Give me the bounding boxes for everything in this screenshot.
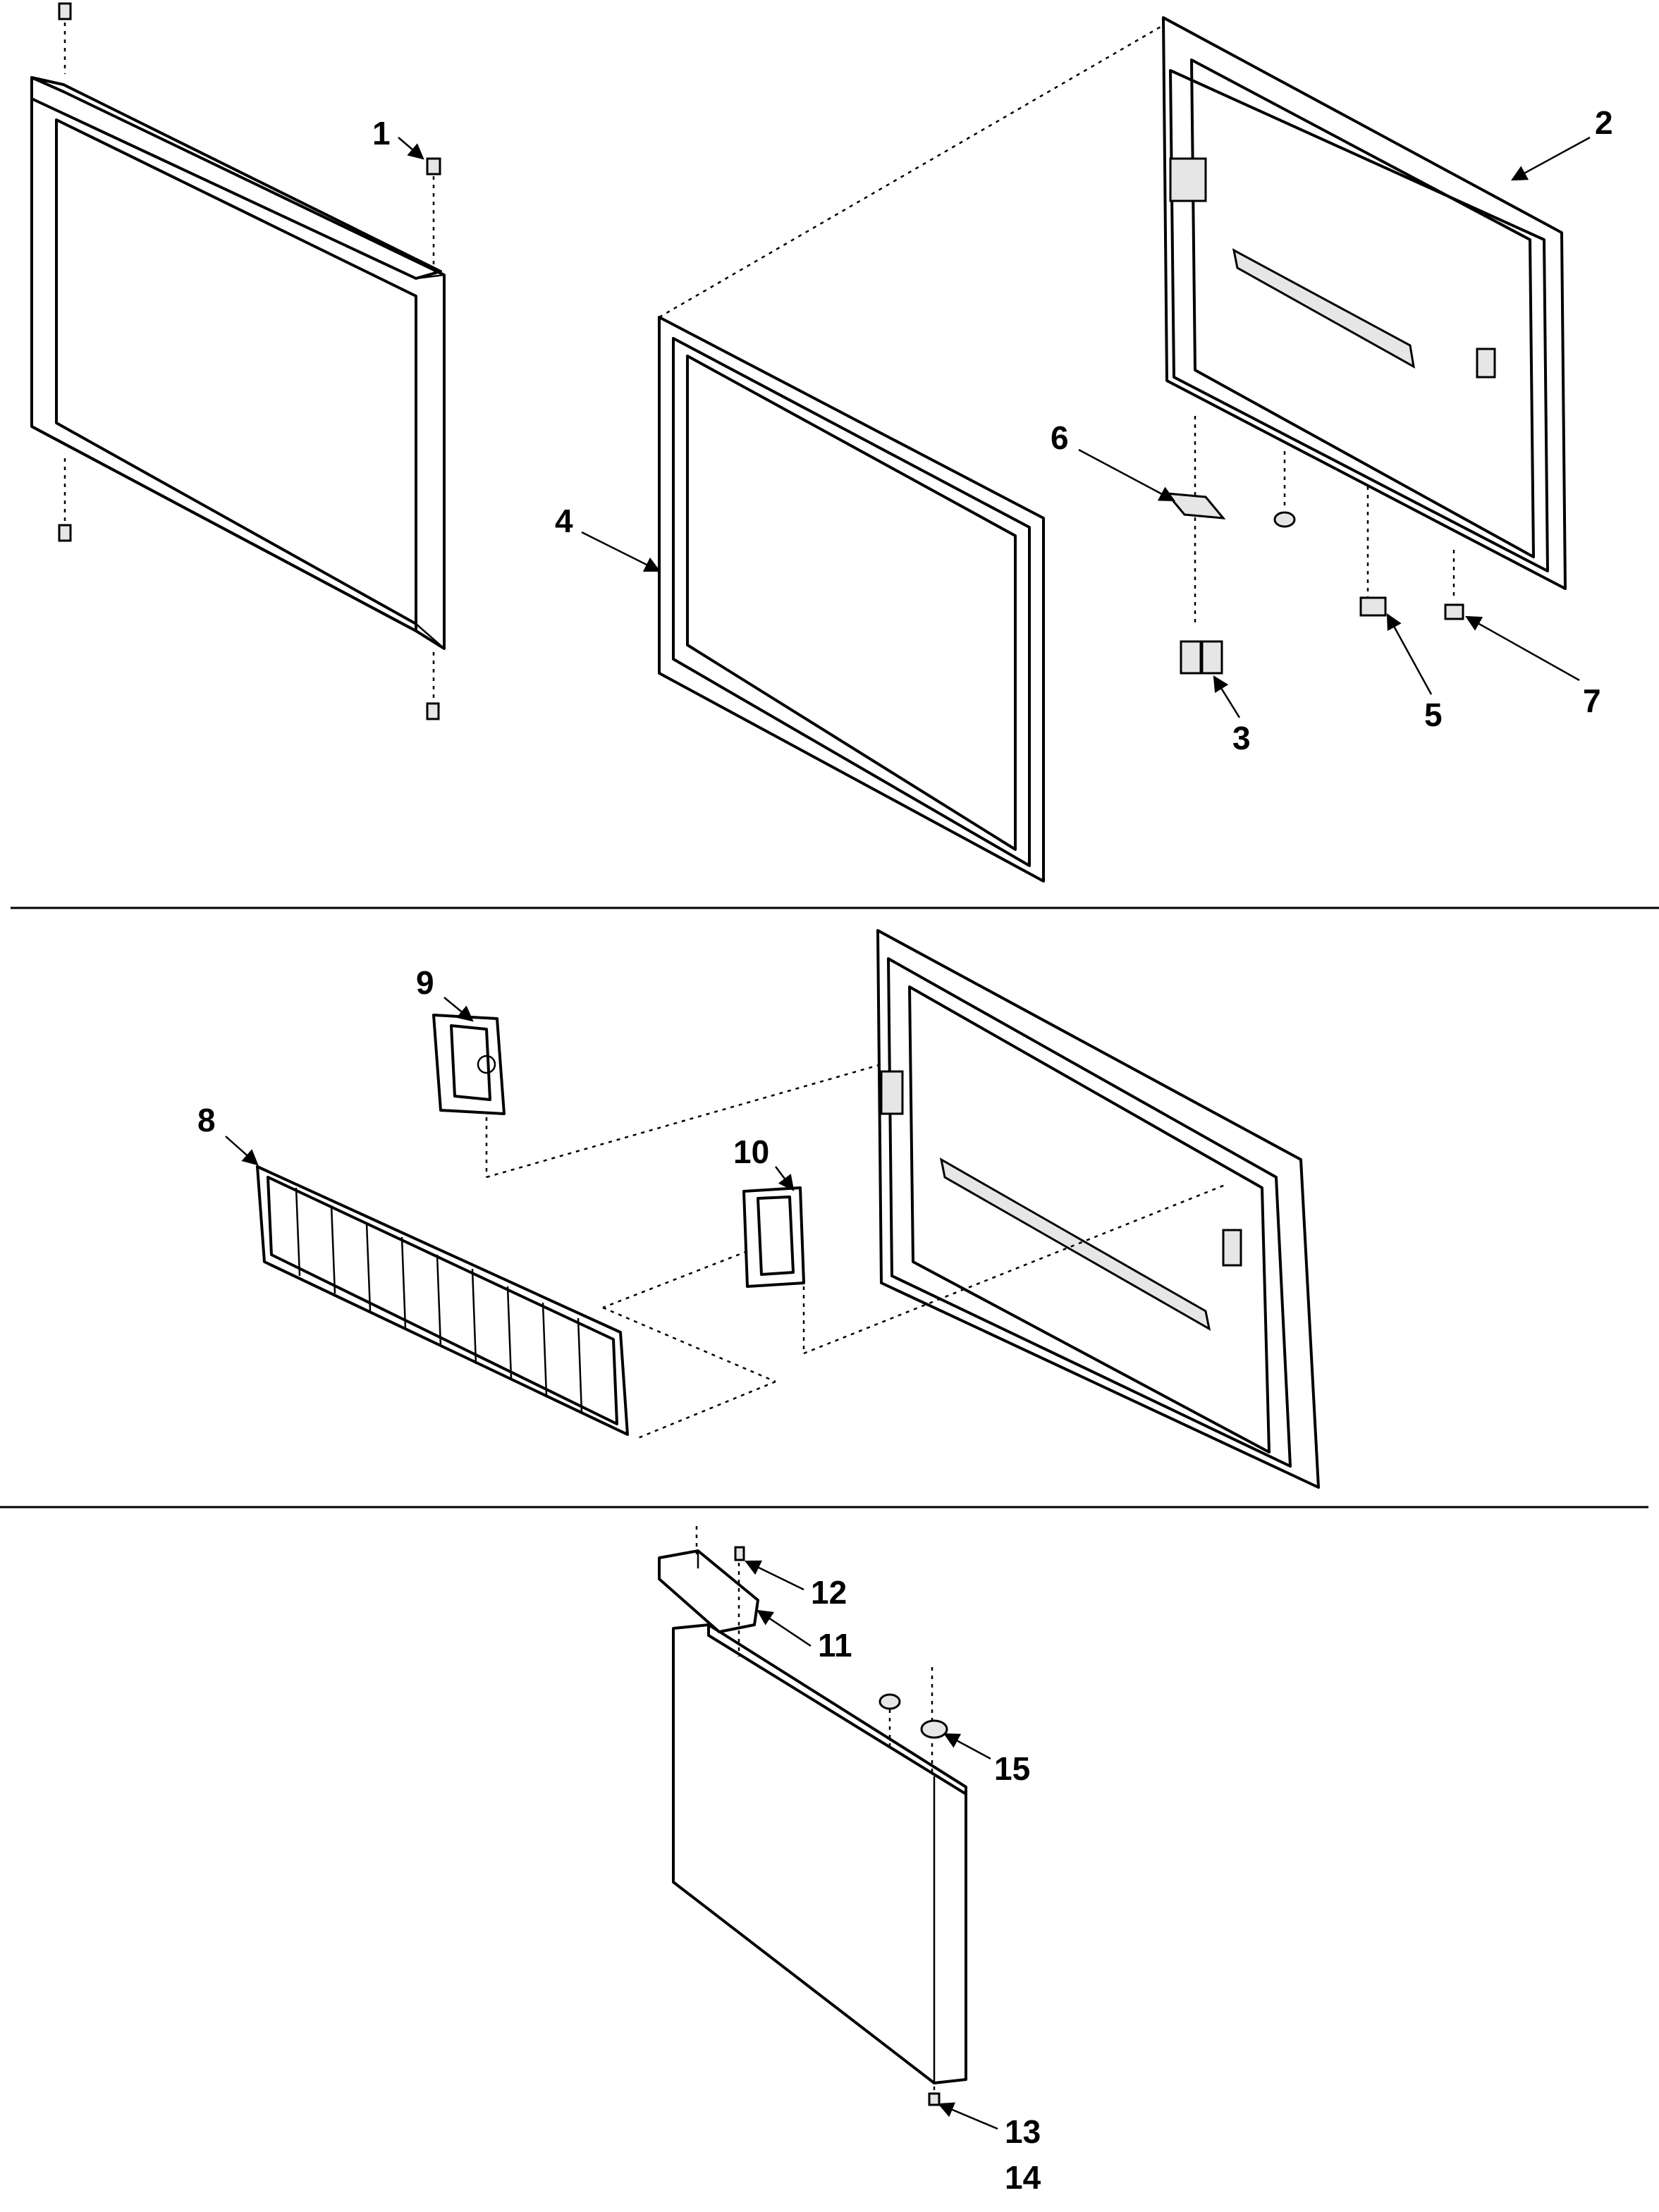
frame-screw-top-right bbox=[426, 157, 441, 176]
shelf-support-right-part bbox=[742, 1186, 805, 1288]
hinge-pin-part bbox=[1180, 640, 1223, 675]
hinge-bracket-part bbox=[1164, 492, 1226, 520]
svg-text:4: 4 bbox=[555, 503, 573, 539]
svg-text:7: 7 bbox=[1583, 682, 1601, 719]
svg-text:6: 6 bbox=[1051, 419, 1069, 456]
freezer-door-part bbox=[1162, 16, 1567, 627]
drawer-front-part bbox=[672, 1623, 967, 2084]
door-plug-part bbox=[1273, 511, 1296, 528]
door-liner-part bbox=[876, 929, 1320, 1489]
svg-text:5: 5 bbox=[1424, 696, 1443, 733]
callout-10: 10 bbox=[733, 1133, 795, 1191]
door-frame-part bbox=[30, 14, 446, 705]
drawer-bottom-screw-part bbox=[928, 2092, 941, 2106]
svg-text:9: 9 bbox=[416, 964, 434, 1001]
handle-screw-part bbox=[734, 1546, 745, 1561]
frame-screw-bottom-left bbox=[58, 524, 72, 542]
svg-text:13: 13 bbox=[1005, 2113, 1041, 2150]
callout-2: 2 bbox=[1511, 104, 1613, 181]
door-cap-part bbox=[1444, 603, 1464, 620]
frame-screw-bottom-right bbox=[426, 702, 440, 720]
callout-13: 13 bbox=[937, 2102, 1041, 2150]
callout-3: 3 bbox=[1213, 675, 1251, 756]
callout-5: 5 bbox=[1386, 613, 1443, 733]
svg-text:1: 1 bbox=[372, 115, 391, 152]
callout-7: 7 bbox=[1465, 615, 1601, 719]
callout-15: 15 bbox=[943, 1733, 1030, 1787]
svg-text:3: 3 bbox=[1232, 720, 1251, 756]
frame-screw-top-left bbox=[58, 2, 72, 20]
callout-1: 1 bbox=[372, 115, 424, 160]
shelf-support-left-part bbox=[432, 1014, 506, 1115]
svg-text:2: 2 bbox=[1595, 104, 1613, 141]
door-gasket-part bbox=[658, 20, 1171, 883]
svg-text:10: 10 bbox=[733, 1133, 769, 1170]
svg-text:11: 11 bbox=[818, 1627, 852, 1664]
svg-text:8: 8 bbox=[197, 1102, 216, 1138]
callout-14: 14 bbox=[1005, 2159, 1041, 2196]
drawer-plug-part bbox=[879, 1693, 901, 1710]
drawer-handle-part bbox=[658, 1549, 759, 1633]
door-bumper-part bbox=[1359, 596, 1387, 617]
callout-4: 4 bbox=[555, 503, 661, 572]
drawer-cap-part bbox=[920, 1719, 948, 1739]
wire-basket-part bbox=[256, 1165, 629, 1436]
svg-text:15: 15 bbox=[994, 1750, 1030, 1787]
callout-12: 12 bbox=[744, 1560, 847, 1611]
callout-11: 11 bbox=[757, 1609, 852, 1664]
svg-text:12: 12 bbox=[811, 1574, 847, 1611]
callout-8: 8 bbox=[197, 1102, 259, 1166]
svg-text:14: 14 bbox=[1005, 2159, 1041, 2196]
callout-9: 9 bbox=[416, 964, 474, 1022]
callout-6: 6 bbox=[1051, 419, 1175, 502]
